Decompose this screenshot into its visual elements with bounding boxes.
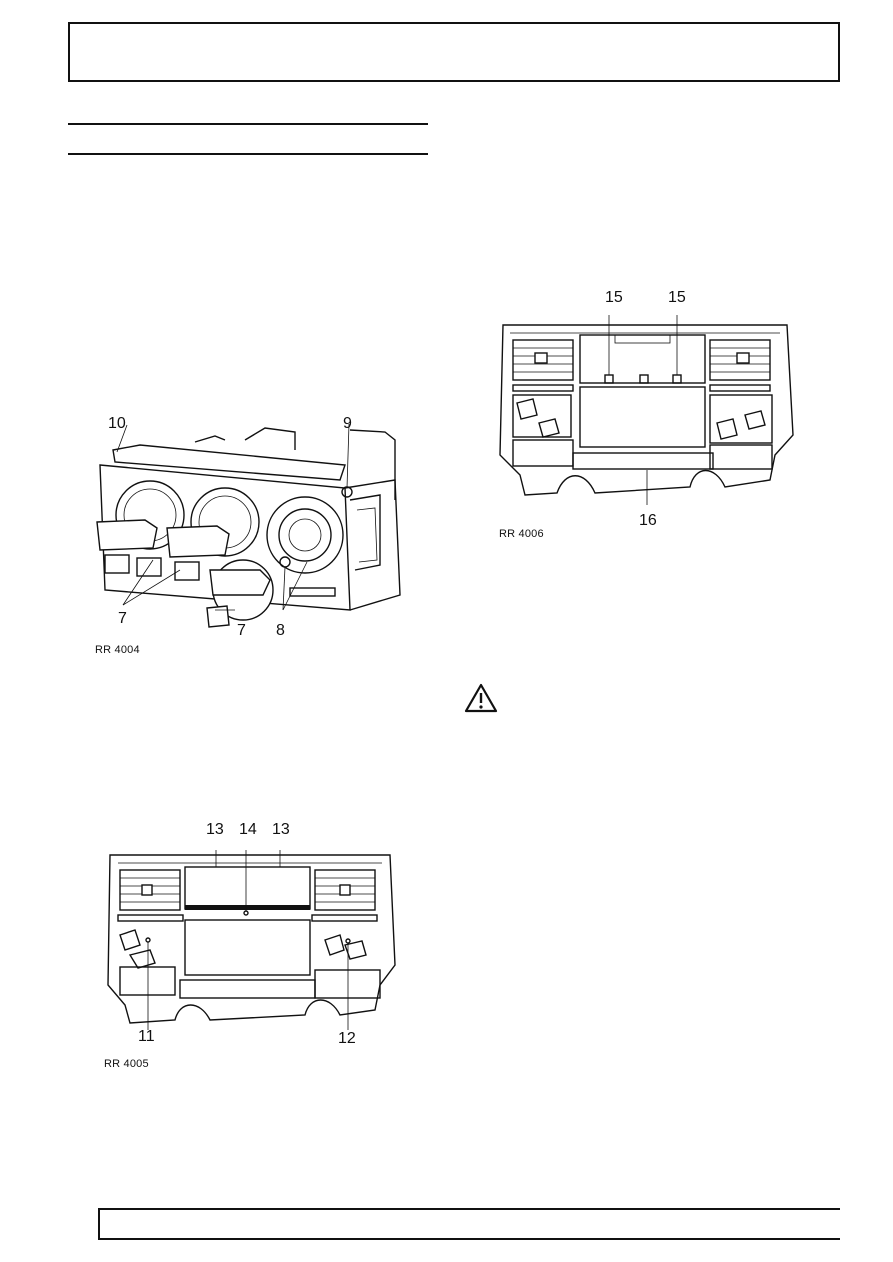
section-rule-top	[68, 123, 428, 125]
callout-8: 8	[276, 622, 285, 639]
fascia-rear-illustration	[499, 315, 794, 505]
callout-13-right: 13	[272, 821, 290, 838]
callout-16: 16	[639, 512, 657, 529]
callout-15-left: 15	[605, 289, 623, 306]
callout-7-right: 7	[237, 622, 246, 639]
callout-15-right: 15	[668, 289, 686, 306]
callout-7-left: 7	[118, 610, 127, 627]
fascia-front-illustration	[107, 850, 396, 1030]
callout-12: 12	[338, 1030, 356, 1047]
figure-caption-rr4006: RR 4006	[499, 528, 544, 540]
callout-10: 10	[108, 415, 126, 432]
section-rule-bottom	[68, 153, 428, 155]
callout-11: 11	[138, 1028, 155, 1045]
figure-caption-rr4004: RR 4004	[95, 644, 140, 656]
warning-triangle-icon	[464, 683, 498, 713]
figure-caption-rr4005: RR 4005	[104, 1058, 149, 1070]
heater-control-illustration	[96, 423, 401, 628]
page-header-box	[68, 22, 840, 82]
page-footer-box	[98, 1208, 840, 1240]
callout-13-left: 13	[206, 821, 224, 838]
callout-14: 14	[239, 821, 257, 838]
callout-9: 9	[343, 415, 352, 432]
